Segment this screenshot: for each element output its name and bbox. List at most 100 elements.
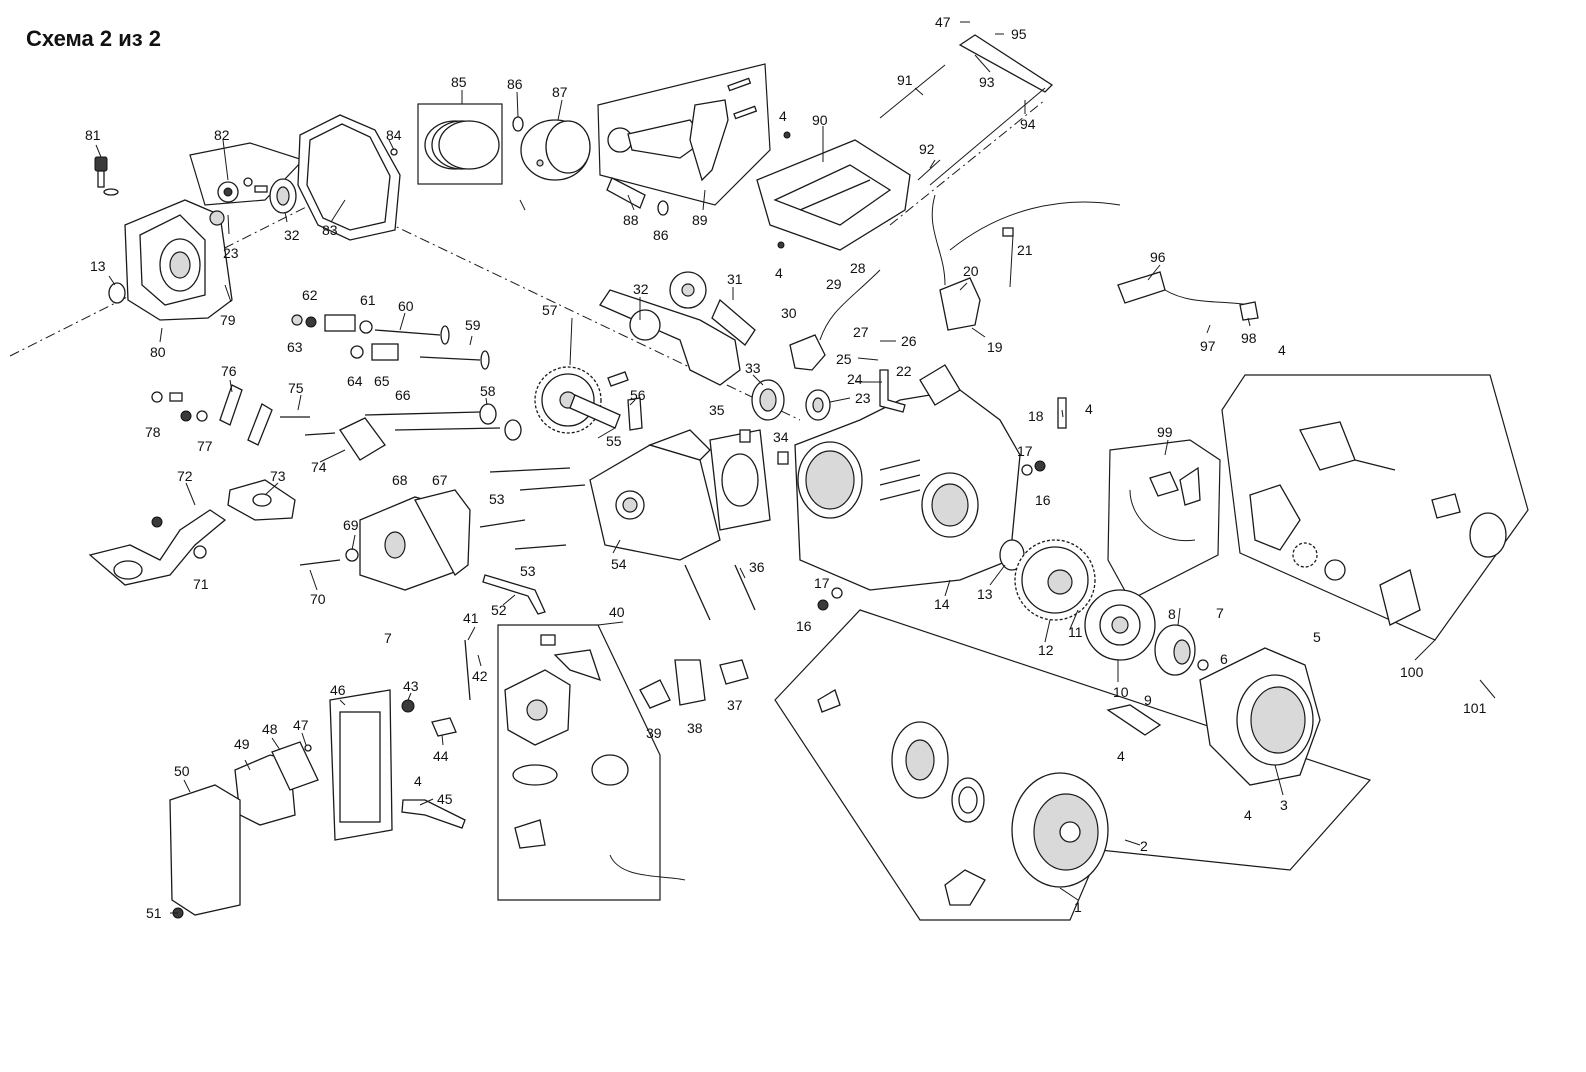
part-wiring-harness bbox=[1129, 466, 1201, 542]
callout-label: 58 bbox=[480, 383, 496, 399]
part-drain-plug-16 bbox=[1034, 460, 1046, 472]
callout-label: 35 bbox=[709, 402, 725, 418]
part-nut-47b bbox=[304, 744, 312, 752]
group-box-starter-motor bbox=[1221, 374, 1529, 641]
callout-label: 29 bbox=[826, 276, 842, 292]
callout-label: 91 bbox=[897, 72, 913, 88]
part-camshaft-gear bbox=[534, 366, 621, 434]
part-recoil-reel bbox=[891, 721, 949, 799]
callout-label: 11 bbox=[1068, 624, 1083, 640]
callout-label: 28 bbox=[850, 260, 866, 276]
callout-label: 6 bbox=[1220, 651, 1228, 667]
part-oil-plug bbox=[94, 156, 119, 196]
part-nut-71a bbox=[151, 516, 163, 528]
part-spring-56 bbox=[607, 371, 629, 387]
part-nut-6 bbox=[1197, 659, 1209, 671]
part-retainer-61 bbox=[359, 320, 373, 334]
callout-label: 24 bbox=[847, 371, 863, 387]
callout-label: 22 bbox=[896, 363, 912, 379]
callout-label: 70 bbox=[310, 591, 326, 607]
callout-label: 17 bbox=[814, 575, 830, 591]
part-guide-plate bbox=[339, 417, 386, 461]
callout-label: 61 bbox=[360, 292, 376, 308]
callout-label: 10 bbox=[1113, 684, 1129, 700]
callout-label: 4 bbox=[1117, 748, 1125, 764]
part-pivot-78b bbox=[169, 392, 183, 402]
part-gasket-37 bbox=[719, 659, 749, 685]
callout-label: 45 bbox=[437, 791, 453, 807]
part-governor-assembly bbox=[209, 177, 268, 226]
part-washer-17 bbox=[1021, 464, 1033, 476]
callout-label: 60 bbox=[398, 298, 414, 314]
part-air-cleaner-base bbox=[329, 689, 393, 841]
part-dowel-35 bbox=[739, 429, 751, 443]
part-valve-cover bbox=[756, 139, 911, 251]
callout-label: 1 bbox=[1074, 899, 1082, 915]
part-fan-shroud bbox=[1199, 647, 1321, 786]
callout-label: 42 bbox=[472, 668, 488, 684]
callout-label: 8 bbox=[1168, 606, 1176, 622]
callout-label: 90 bbox=[812, 112, 828, 128]
callout-label: 55 bbox=[606, 433, 622, 449]
callout-label: 57 bbox=[542, 302, 558, 318]
part-dowel-34 bbox=[777, 451, 789, 465]
callout-label: 41 bbox=[463, 610, 479, 626]
part-piston-clip-2 bbox=[657, 200, 669, 216]
callout-label: 86 bbox=[653, 227, 669, 243]
callout-label: 4 bbox=[414, 773, 422, 789]
part-ratchet bbox=[817, 689, 841, 713]
callout-label: 26 bbox=[901, 333, 917, 349]
group-box-connecting-rod bbox=[597, 63, 771, 206]
callout-label: 7 bbox=[384, 630, 392, 646]
callout-label: 99 bbox=[1157, 424, 1173, 440]
callout-label: 50 bbox=[174, 763, 190, 779]
callout-label: 88 bbox=[623, 212, 639, 228]
callout-label: 66 bbox=[395, 387, 411, 403]
callout-label: 20 bbox=[963, 263, 979, 279]
callout-label: 79 bbox=[220, 312, 236, 328]
part-stud-75b bbox=[304, 432, 336, 436]
part-gasket-39 bbox=[639, 679, 671, 709]
part-bearing-33 bbox=[751, 379, 785, 421]
part-tappet-58b bbox=[504, 419, 522, 441]
part-head-gasket bbox=[709, 429, 771, 531]
callout-label: 80 bbox=[150, 344, 166, 360]
callout-label: 9 bbox=[1144, 692, 1152, 708]
callout-label: 39 bbox=[646, 725, 662, 741]
part-rod-41 bbox=[464, 639, 471, 701]
callout-label: 23 bbox=[855, 390, 871, 406]
part-piston-rings bbox=[424, 120, 500, 170]
callout-label: 38 bbox=[687, 720, 703, 736]
callout-label: 33 bbox=[745, 360, 761, 376]
callout-label: 92 bbox=[919, 141, 935, 157]
part-bracket-45 bbox=[401, 799, 466, 829]
callout-label: 46 bbox=[330, 682, 346, 698]
part-flywheel bbox=[1014, 539, 1096, 621]
part-push-rod-a bbox=[364, 411, 481, 416]
part-stud-36a bbox=[684, 564, 711, 621]
callout-label: 82 bbox=[214, 127, 230, 143]
callout-label: 53 bbox=[520, 563, 536, 579]
callout-label: 75 bbox=[288, 380, 304, 396]
callout-label: 71 bbox=[193, 576, 209, 592]
part-crankcase-gasket bbox=[297, 114, 401, 241]
callout-label: 4 bbox=[1085, 401, 1093, 417]
callout-label: 53 bbox=[489, 491, 505, 507]
callout-label: 85 bbox=[451, 74, 467, 90]
callout-label: 4 bbox=[1244, 807, 1252, 823]
callout-label: 7 bbox=[1216, 605, 1224, 621]
part-nut-43 bbox=[401, 699, 415, 713]
part-starter-motor bbox=[1249, 421, 1507, 626]
part-push-rod-b bbox=[394, 427, 501, 431]
part-nut-71 bbox=[193, 545, 207, 559]
part-tappet-58 bbox=[479, 403, 497, 425]
group-box-carburetor bbox=[497, 624, 661, 901]
part-clip-21 bbox=[1002, 227, 1014, 237]
part-washer-17b bbox=[831, 587, 843, 599]
callout-label: 95 bbox=[1011, 26, 1027, 42]
callout-label: 56 bbox=[630, 387, 646, 403]
callout-label: 48 bbox=[262, 721, 278, 737]
callout-label: 43 bbox=[403, 678, 419, 694]
callout-label: 32 bbox=[633, 281, 649, 297]
